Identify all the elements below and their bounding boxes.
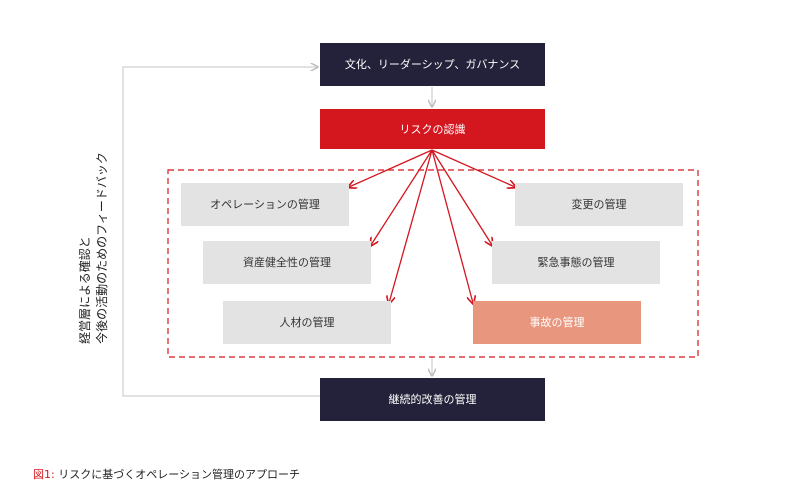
operations-management-box: オペレーションの管理	[181, 183, 349, 226]
arrow-to-people	[389, 149, 433, 303]
arrow-to-emergency	[431, 149, 492, 245]
culture-leadership-governance-box: 文化、リーダーシップ、ガバナンス	[320, 43, 545, 86]
figure-caption-text: リスクに基づくオペレーション管理のアプローチ	[58, 468, 300, 481]
people-management-box: 人材の管理	[223, 301, 391, 344]
feedback-label-line-1: 経営層による確認と	[78, 236, 92, 344]
continuous-improvement-box: 継続的改善の管理	[320, 378, 545, 421]
figure-caption: 図1: リスクに基づくオペレーション管理のアプローチ	[33, 466, 300, 482]
feedback-loop-label: 経営層による確認と 今後の活動のためのフィードバック	[77, 152, 111, 344]
risk-recognition-label: リスクの認識	[399, 122, 466, 136]
operations-management-label: オペレーションの管理	[210, 198, 320, 211]
arrow-to-asset	[371, 149, 433, 245]
asset-integrity-management-label: 資産健全性の管理	[243, 256, 331, 269]
emergency-management-box: 緊急事態の管理	[492, 241, 660, 284]
continuous-improvement-label: 継続的改善の管理	[388, 393, 477, 406]
incident-management-label: 事故の管理	[529, 316, 585, 329]
feedback-label-line-2: 今後の活動のためのフィードバック	[95, 152, 109, 344]
incident-management-box: 事故の管理	[473, 301, 641, 344]
feedback-loop-line	[122, 67, 320, 397]
recognition-arrows	[349, 149, 515, 303]
people-management-label: 人材の管理	[279, 316, 335, 329]
risk-recognition-box: リスクの認識	[320, 109, 545, 149]
asset-integrity-management-box: 資産健全性の管理	[203, 241, 371, 284]
culture-leadership-governance-label: 文化、リーダーシップ、ガバナンス	[344, 58, 521, 71]
arrow-to-incident	[431, 149, 473, 303]
emergency-management-label: 緊急事態の管理	[537, 256, 615, 269]
change-management-label: 変更の管理	[571, 198, 627, 211]
arrow-to-change	[431, 149, 515, 187]
management-elements-frame	[167, 169, 699, 358]
figure-number: 図1:	[33, 468, 55, 481]
arrow-to-operations	[349, 149, 433, 187]
change-management-box: 変更の管理	[515, 183, 683, 226]
